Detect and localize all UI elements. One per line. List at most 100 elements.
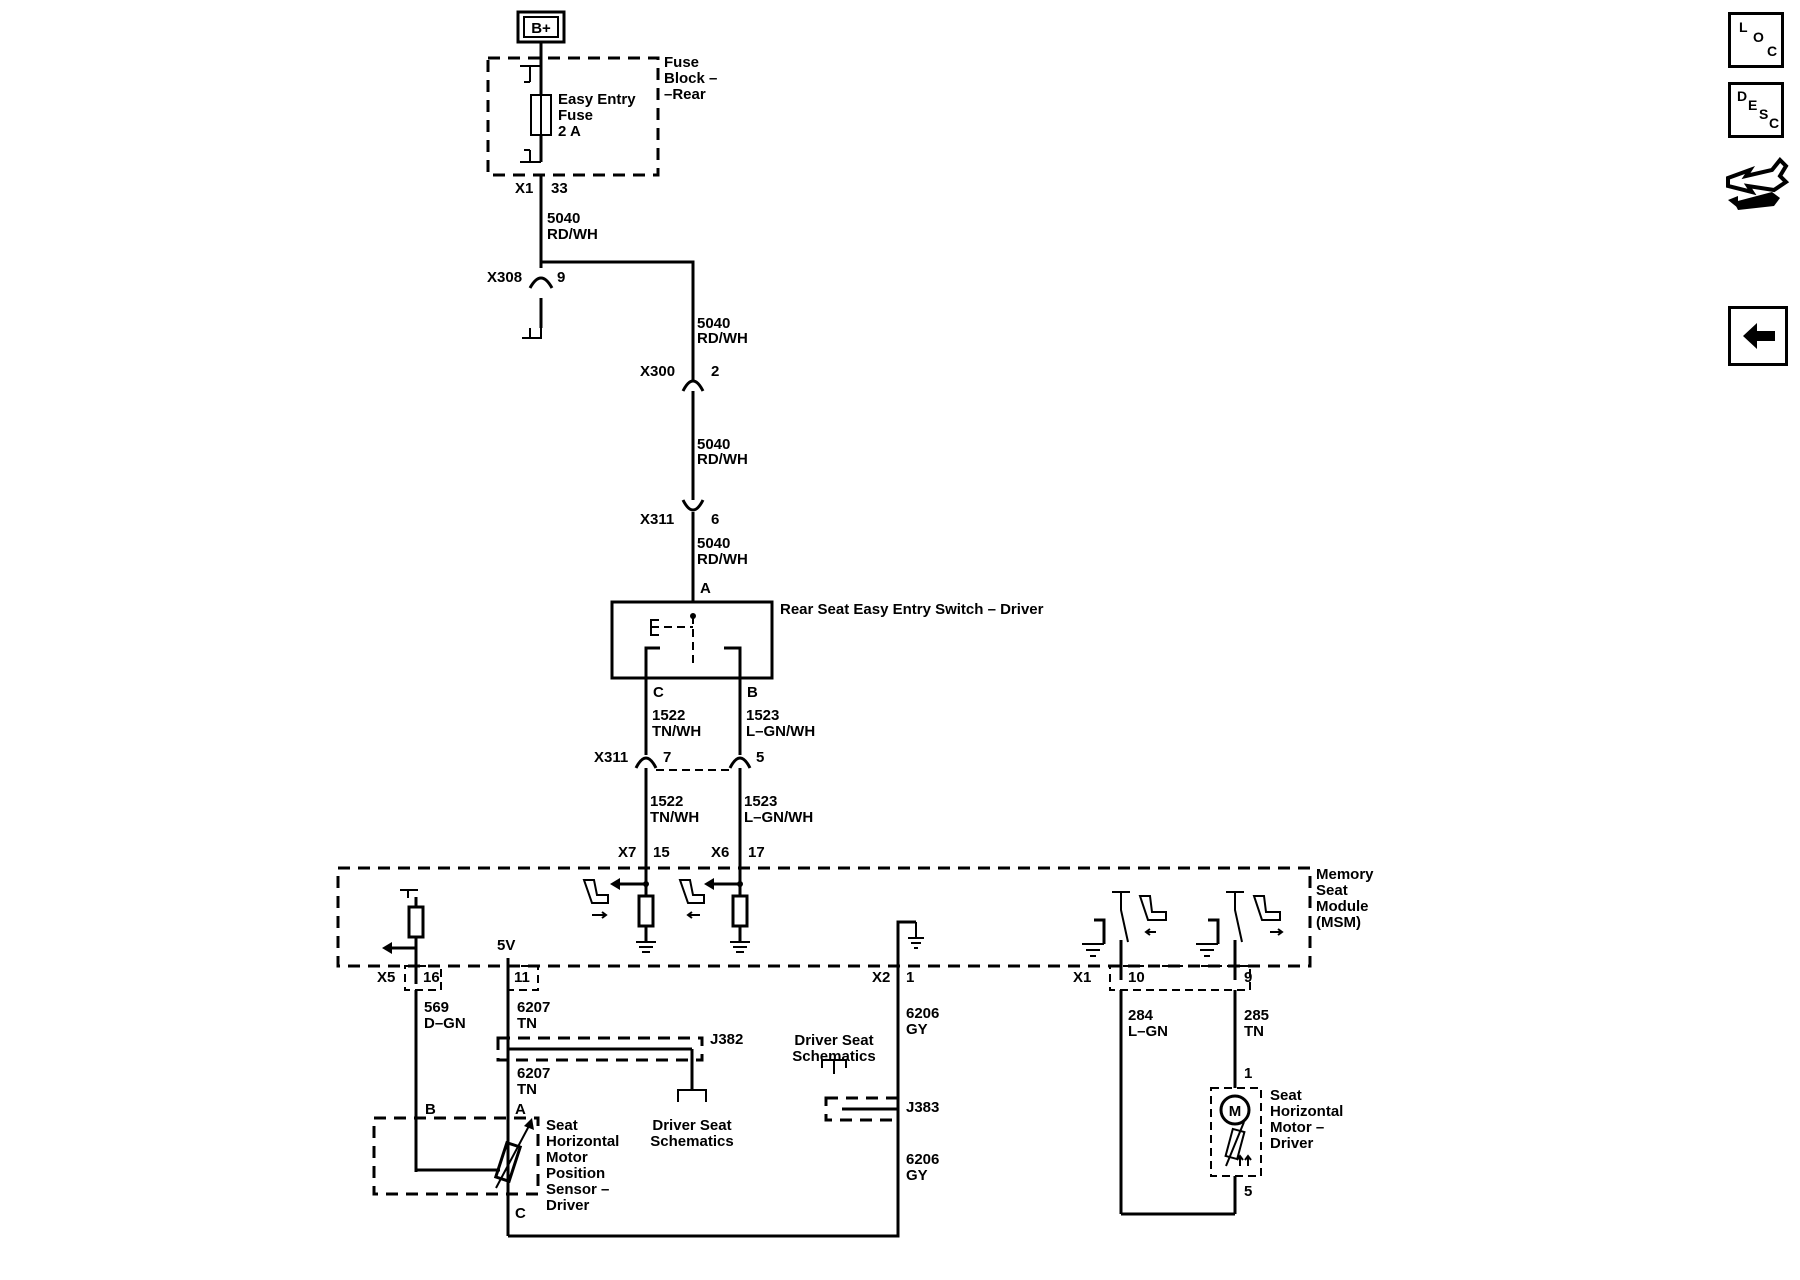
x308-connector: X308 <box>487 269 522 286</box>
x6-connector: X6 <box>711 844 729 861</box>
wire-6206-circuit-2: 6206 <box>906 1151 939 1168</box>
battery-power-source: B+ <box>516 10 566 44</box>
switch-label: Rear Seat Easy Entry Switch – Driver <box>780 601 1044 618</box>
seat-horizontal-motor <box>1210 1087 1262 1177</box>
wire-5040-color-1: RD/WH <box>547 226 598 243</box>
connector-end-view-button[interactable] <box>1724 150 1790 220</box>
wire-6207-circuit-1: 6207 <box>517 999 550 1016</box>
desc-letter-c: C <box>1769 115 1780 131</box>
wire-569-circuit: 569 <box>424 999 449 1016</box>
wire-5040-circuit-4: 5040 <box>697 535 730 552</box>
fuse-block-rear <box>486 56 660 177</box>
rear-seat-easy-entry-switch <box>610 600 774 680</box>
motor-pin-5: 5 <box>1244 1183 1252 1200</box>
wire-5040-color-2: RD/WH <box>697 330 748 347</box>
wire-6207-color-2: TN <box>517 1081 537 1098</box>
x1-fuse-pin: 33 <box>551 180 568 197</box>
wire-284-circuit: 284 <box>1128 1007 1154 1024</box>
sensor-pin-c: C <box>515 1205 526 1222</box>
memory-seat-module <box>336 866 1312 968</box>
x300-connector: X300 <box>640 363 675 380</box>
loc-letter-c: C <box>1767 43 1778 59</box>
x308-pin: 9 <box>557 269 565 286</box>
motor-relay-1 <box>1082 891 1167 980</box>
motor-symbol: M <box>1229 1103 1242 1120</box>
x1-fuse-connector: X1 <box>515 180 533 197</box>
connector-end-view-icon <box>1726 157 1790 210</box>
wire-285-color: TN <box>1244 1023 1264 1040</box>
wire-1523-color-1: L–GN/WH <box>746 723 815 740</box>
wire-1522-color-2: TN/WH <box>650 809 699 826</box>
back-button[interactable] <box>1728 306 1788 366</box>
x5-pin: 16 <box>423 969 440 986</box>
j383-label: J383 <box>906 1099 939 1116</box>
battery-label: B+ <box>531 20 551 37</box>
wire-1523-circuit-1: 1523 <box>746 707 779 724</box>
motor-pin-1: 1 <box>1244 1065 1252 1082</box>
x311-pin-7: 7 <box>663 749 671 766</box>
wire-285-circuit: 285 <box>1244 1007 1269 1024</box>
fuse-rating: 2 A <box>558 123 581 140</box>
wire-1522-color-1: TN/WH <box>652 723 701 740</box>
x6-pin: 17 <box>748 844 765 861</box>
location-button[interactable]: L O C <box>1728 12 1784 68</box>
desc-letter-e: E <box>1748 97 1758 113</box>
seat-switch-input-1 <box>582 878 656 953</box>
splice-j382 <box>496 1036 704 1062</box>
wire-6206-color-1: GY <box>906 1021 928 1038</box>
wire-5040-circuit-2: 5040 <box>697 315 730 332</box>
x7-pin: 15 <box>653 844 670 861</box>
sensor-pin-b: B <box>425 1101 436 1118</box>
switch-pin-a: A <box>700 580 711 597</box>
position-sensor <box>372 1116 540 1196</box>
wire-6207-color-1: TN <box>517 1015 537 1032</box>
desc-letter-s: S <box>1759 106 1769 122</box>
x2-pin: 1 <box>906 969 914 986</box>
sensor-signal-circuit <box>382 889 425 984</box>
x311-connector-upper: X311 <box>640 511 674 528</box>
x7-connector: X7 <box>618 844 636 861</box>
five-volt-reference: 5V <box>497 937 515 954</box>
x1-pin-9: 9 <box>1244 969 1252 986</box>
switch-pin-c: C <box>653 684 664 701</box>
seat-switch-input-2 <box>678 878 750 953</box>
loc-letter-l: L <box>1739 19 1748 35</box>
wire-5040-circuit-3: 5040 <box>697 436 730 453</box>
sensor-pin-a: A <box>515 1101 526 1118</box>
wire-6206-color-2: GY <box>906 1167 928 1184</box>
pin-11: 11 <box>514 969 530 986</box>
x5-connector: X5 <box>377 969 395 986</box>
wire-6206-circuit-1: 6206 <box>906 1005 939 1022</box>
switch-pin-b: B <box>747 684 758 701</box>
wire-569-color: D–GN <box>424 1015 466 1032</box>
wire-1523-circuit-2: 1523 <box>744 793 777 810</box>
wire-5040-color-3: RD/WH <box>697 451 748 468</box>
wire-6207-circuit-2: 6207 <box>517 1065 550 1082</box>
x2-connector: X2 <box>872 969 890 986</box>
back-arrow-icon <box>1743 323 1775 349</box>
desc-letter-d: D <box>1737 88 1748 104</box>
wire-5040-circuit-1: 5040 <box>547 210 580 227</box>
x311-pin-5: 5 <box>756 749 764 766</box>
x311-connector-lower: X311 <box>594 749 628 766</box>
wire-284-color: L–GN <box>1128 1023 1168 1040</box>
wire-1522-circuit-2: 1522 <box>650 793 683 810</box>
j382-label: J382 <box>710 1031 743 1048</box>
wire-5040-color-4: RD/WH <box>697 551 748 568</box>
x1-pin-10: 10 <box>1128 969 1145 986</box>
motor-relay-2 <box>1196 891 1284 980</box>
x311-pin-6: 6 <box>711 511 719 528</box>
description-button[interactable]: D E S C <box>1728 82 1784 138</box>
x1-module-connector: X1 <box>1073 969 1091 986</box>
wire-1522-circuit-1: 1522 <box>652 707 685 724</box>
wire-1523-color-2: L–GN/WH <box>744 809 813 826</box>
loc-letter-o: O <box>1753 29 1764 45</box>
x300-pin: 2 <box>711 363 719 380</box>
